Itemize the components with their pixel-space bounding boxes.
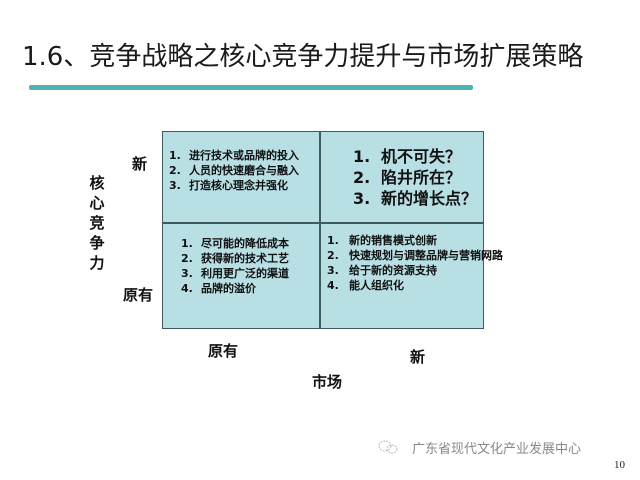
x-axis-title: 市场: [312, 373, 343, 391]
matrix-divider-horizontal: [163, 222, 483, 224]
quadrant-top-left: 1.进行技术或品牌的投入 2.人员的快速磨合与融入 3.打造核心理念并强化: [169, 148, 299, 193]
y-axis-char: 竞: [89, 214, 105, 232]
y-axis-title: 核 心 竞 争 力: [88, 173, 106, 273]
matrix-divider-vertical: [319, 132, 321, 328]
list-item: 1.尽可能的降低成本: [181, 237, 289, 250]
y-axis-char: 力: [89, 254, 105, 272]
list-item: 2.快速规划与调整品牌与营销网路: [327, 249, 503, 262]
strategy-matrix: 1.进行技术或品牌的投入 2.人员的快速磨合与融入 3.打造核心理念并强化 1.…: [162, 131, 503, 329]
list-item: 3.利用更广泛的渠道: [181, 267, 289, 280]
list-item: 1.机不可失？: [353, 147, 462, 166]
list-item: 3.打造核心理念并强化: [169, 179, 288, 192]
y-axis-char: 争: [89, 234, 105, 252]
quadrant-bottom-right: 1.新的销售模式创新 2.快速规划与调整品牌与营销网路 3.给于新的资源支持 4…: [327, 233, 503, 293]
list-item: 2.获得新的技术工艺: [181, 252, 289, 265]
y-label-existing: 原有: [123, 286, 154, 304]
list-item: 4.能人组织化: [327, 279, 404, 292]
footer-source: 广东省现代文化产业发展中心: [412, 442, 582, 457]
slide-title: 1.6、竞争战略之核心竞争力提升与市场扩展策略: [22, 42, 584, 72]
wechat-icon: [377, 440, 398, 454]
quadrant-bottom-left: 1.尽可能的降低成本 2.获得新的技术工艺 3.利用更广泛的渠道 4.品牌的溢价: [181, 236, 289, 296]
list-item: 3.给于新的资源支持: [327, 264, 437, 277]
title-underline: [29, 85, 473, 90]
list-item: 4.品牌的溢价: [181, 282, 256, 295]
x-label-existing: 原有: [208, 342, 239, 360]
list-item: 2.陷井所在？: [353, 168, 462, 187]
y-axis-char: 心: [89, 194, 105, 212]
page-number: 10: [614, 459, 625, 471]
list-item: 1.新的销售模式创新: [327, 234, 437, 247]
y-axis-char: 核: [89, 174, 105, 192]
y-label-new: 新: [132, 155, 148, 173]
x-label-new: 新: [410, 348, 426, 366]
quadrant-top-right: 1.机不可失？ 2.陷井所在？ 3.新的增长点？: [353, 146, 477, 209]
list-item: 3.新的增长点？: [353, 189, 478, 208]
list-item: 1.进行技术或品牌的投入: [169, 149, 299, 162]
list-item: 2.人员的快速磨合与融入: [169, 164, 299, 177]
